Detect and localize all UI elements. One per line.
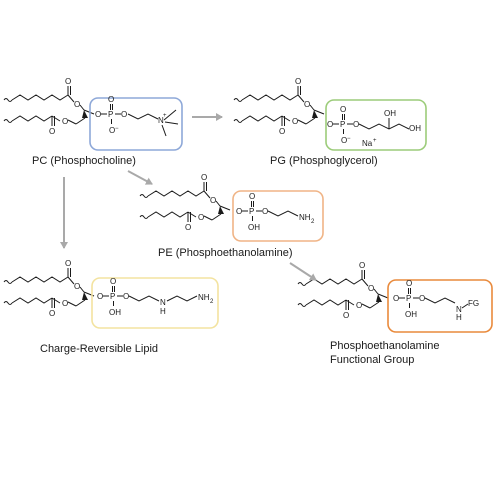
fg-headgroup-box [387, 279, 493, 333]
svg-text:+: + [163, 113, 167, 119]
pc-label: PC (Phosphocholine) [32, 155, 136, 167]
svg-text:−: − [115, 126, 119, 132]
svg-text:H: H [160, 307, 166, 316]
lipid-label: Charge-Reversible Lipid [40, 343, 158, 355]
svg-text:OH: OH [248, 223, 260, 232]
pc-o-minus: O [109, 126, 115, 135]
functional-group-molecule: OH N H FG Phosphoethanolamine Functional… [297, 260, 493, 366]
pe-label: PE (Phosphoethanolamine) [158, 247, 293, 259]
pe-molecule: OH NH 2 PE (Phosphoethanolamine) [139, 172, 324, 259]
pg-sodium: Na [362, 139, 373, 148]
arrow-pe-to-fg [289, 262, 317, 281]
svg-text:−: − [347, 136, 351, 142]
pg-hydroxyl-2: OH [409, 124, 421, 133]
svg-text:2: 2 [210, 299, 214, 305]
pe-amine: NH [299, 213, 311, 222]
lipid-amine: NH [198, 293, 210, 302]
lipid-headgroup-box [91, 277, 219, 329]
pe-headgroup-box [232, 190, 324, 242]
pg-label: PG (Phosphoglycerol) [270, 155, 378, 167]
svg-text:N: N [160, 298, 166, 307]
pg-headgroup-box [325, 99, 427, 151]
fg-label-line1: Phosphoethanolamine [330, 340, 439, 352]
arrow-pc-to-pe [127, 170, 153, 185]
pc-molecule: O − N + PC (Phosphocholine) [3, 76, 183, 167]
pg-molecule: O − OH OH Na + PG (Phosphoglycerol) [233, 76, 427, 167]
svg-text:H: H [456, 313, 462, 322]
fg-label-line2: Functional Group [330, 354, 414, 366]
reaction-arrows [60, 113, 317, 281]
svg-text:+: + [373, 138, 377, 144]
pc-headgroup-box [89, 97, 183, 151]
svg-text:N: N [456, 305, 462, 314]
fg-group: FG [468, 299, 479, 308]
svg-text:O: O [341, 136, 347, 145]
svg-text:OH: OH [405, 310, 417, 319]
pg-hydroxyl-1: OH [384, 109, 396, 118]
svg-text:2: 2 [311, 219, 315, 225]
pc-nitrogen: N [158, 116, 164, 125]
charge-reversible-lipid-molecule: OH N H NH 2 Charge-Reversible Lipid [3, 258, 219, 355]
svg-text:OH: OH [109, 308, 121, 317]
